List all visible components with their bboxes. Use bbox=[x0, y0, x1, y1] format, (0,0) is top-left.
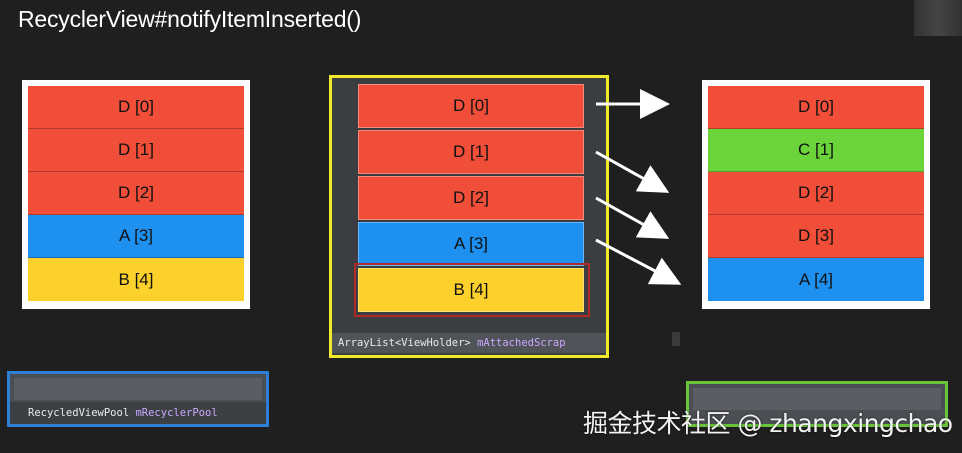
scrap-item: D [1] bbox=[358, 130, 584, 174]
scrap-item: D [2] bbox=[358, 176, 584, 220]
scrap-item-stack: D [0] D [1] D [2] A [3] B [4] bbox=[358, 84, 584, 326]
scrap-removed-highlight bbox=[354, 263, 590, 317]
list-item: D [3] bbox=[708, 215, 924, 258]
recyclerview-after-panel: D [0] C [1] D [2] D [3] A [4] bbox=[702, 80, 930, 309]
list-item: D [0] bbox=[708, 86, 924, 129]
corner-decoration bbox=[914, 0, 962, 36]
scrap-label-type: ArrayList<ViewHolder> bbox=[338, 337, 478, 349]
arrow-down-right-icon bbox=[595, 196, 670, 239]
slide-title: RecyclerView#notifyItemInserted() bbox=[18, 6, 362, 32]
list-item: D [0] bbox=[28, 86, 244, 129]
pool-label: RecycledViewPool mRecyclerPool bbox=[10, 402, 266, 424]
scrap-item: D [0] bbox=[358, 84, 584, 128]
small-marker bbox=[672, 332, 680, 346]
cached-views-container bbox=[686, 381, 948, 427]
list-item: A [3] bbox=[28, 215, 244, 258]
arrow-down-right-icon bbox=[595, 238, 682, 285]
pool-label-var: mRecyclerPool bbox=[135, 407, 218, 419]
list-item: A [4] bbox=[708, 258, 924, 301]
pool-label-type: RecycledViewPool bbox=[28, 407, 136, 419]
scrap-item: A [3] bbox=[358, 222, 584, 266]
list-item: D [2] bbox=[28, 172, 244, 215]
list-item: D [2] bbox=[708, 172, 924, 215]
recyclerview-before-panel: D [0] D [1] D [2] A [3] B [4] bbox=[22, 80, 250, 309]
cache-bar bbox=[693, 388, 941, 410]
scrap-item: B [4] bbox=[358, 268, 584, 312]
scrap-label-var: mAttachedScrap bbox=[477, 337, 566, 349]
list-item: D [1] bbox=[28, 129, 244, 172]
recycled-view-pool: RecycledViewPool mRecyclerPool bbox=[7, 371, 269, 427]
list-item: B [4] bbox=[28, 258, 244, 301]
attached-scrap-container: D [0] D [1] D [2] A [3] B [4] ArrayList<… bbox=[329, 75, 609, 358]
list-item: C [1] bbox=[708, 129, 924, 172]
watermark: 掘金技术社区 @ zhangxingchao bbox=[583, 409, 953, 438]
arrow-down-right-icon bbox=[595, 150, 670, 193]
pool-bar bbox=[14, 378, 262, 400]
scrap-label: ArrayList<ViewHolder> mAttachedScrap bbox=[332, 333, 606, 353]
